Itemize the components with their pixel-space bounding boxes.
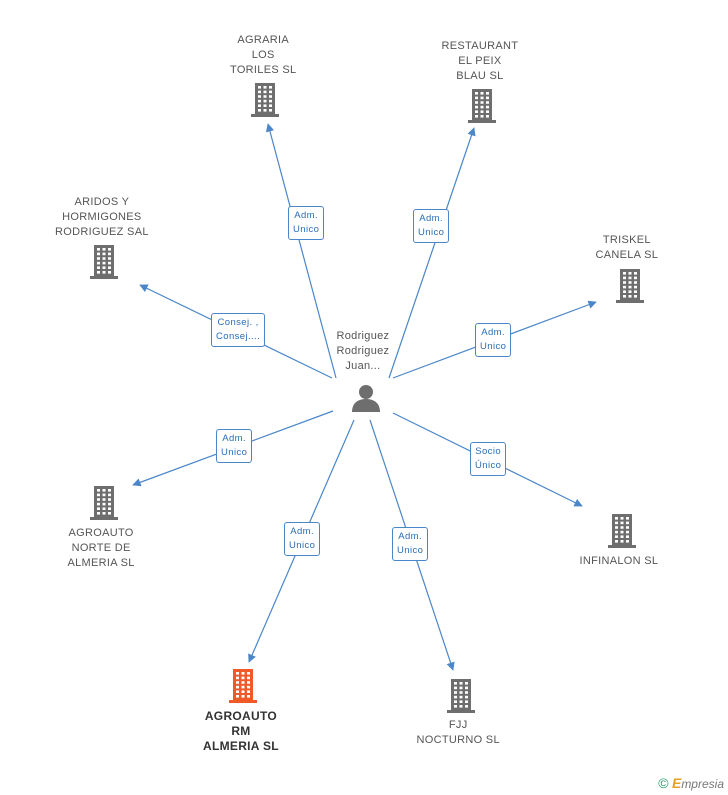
center-person-label[interactable]: Rodriguez Rodriguez Juan...	[336, 329, 390, 372]
watermark: © Empresia	[658, 775, 724, 791]
building-icon[interactable]	[468, 89, 496, 123]
edge-label-agraria[interactable]: Adm. Unico	[288, 206, 325, 240]
building-icon[interactable]	[608, 514, 636, 548]
building-icon[interactable]	[251, 83, 279, 117]
building-icon[interactable]	[447, 679, 475, 713]
edge-label-fjj[interactable]: Adm. Unico	[392, 527, 429, 561]
edge-label-agroauto-norte[interactable]: Adm. Unico	[216, 429, 253, 463]
node-label-agroauto-norte[interactable]: AGROAUTO NORTE DE ALMERIA SL	[67, 526, 135, 569]
building-icon[interactable]	[90, 245, 118, 279]
edge-label-infinalon[interactable]: Socio Único	[470, 442, 507, 476]
copyright-icon: ©	[658, 775, 669, 791]
node-label-triskel[interactable]: TRISKEL CANELA SL	[595, 234, 659, 261]
node-label-aridos[interactable]: ARIDOS Y HORMIGONES RODRIGUEZ SAL	[55, 195, 149, 238]
building-icon[interactable]	[90, 486, 118, 520]
edge-label-triskel[interactable]: Adm. Unico	[475, 323, 512, 357]
node-label-restaurant[interactable]: RESTAURANT EL PEIX BLAU SL	[441, 39, 519, 82]
edge-label-restaurant[interactable]: Adm. Unico	[413, 209, 450, 243]
brand-initial: E	[671, 775, 682, 791]
edge-label-agroauto-rm[interactable]: Adm. Unico	[284, 522, 321, 556]
node-label-fjj[interactable]: FJJ NOCTURNO SL	[416, 719, 500, 746]
node-label-agroauto-rm[interactable]: AGROAUTO RM ALMERIA SL	[203, 708, 279, 753]
node-label-agraria[interactable]: AGRARIA LOS TORILES SL	[230, 33, 297, 76]
building-icon[interactable]	[229, 669, 257, 703]
edge-agraria	[265, 123, 337, 379]
building-icon[interactable]	[616, 269, 644, 303]
edge-label-aridos[interactable]: Consej. , Consej....	[211, 313, 266, 347]
edge-restaurant	[388, 127, 476, 379]
brand-name: mpresia	[681, 777, 724, 791]
person-icon[interactable]	[351, 384, 381, 412]
node-label-infinalon[interactable]: INFINALON SL	[579, 554, 659, 567]
